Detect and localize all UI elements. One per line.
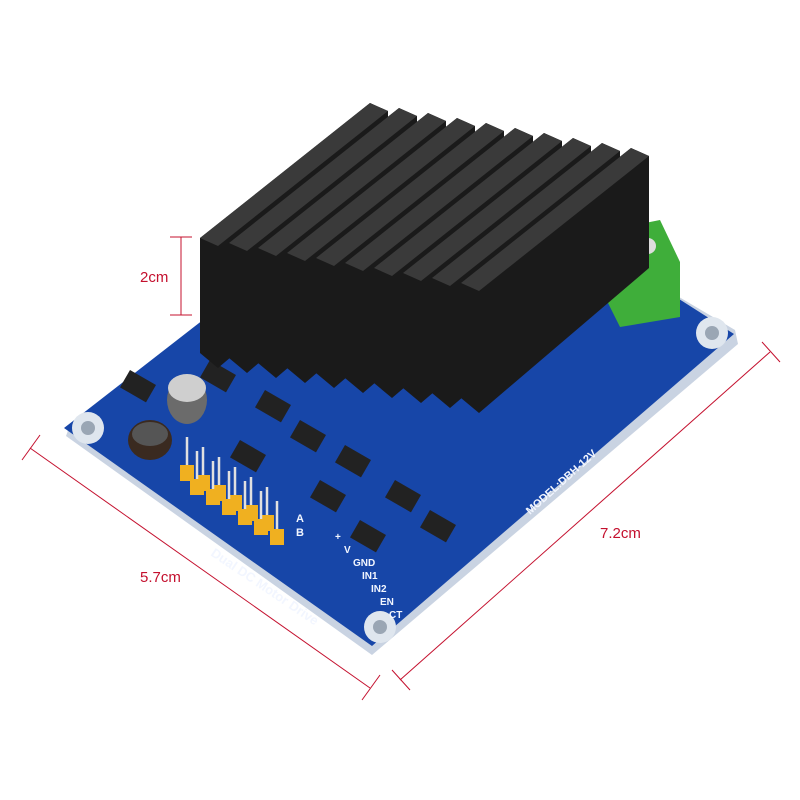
header-pin-base bbox=[254, 519, 268, 535]
mounting-holes bbox=[72, 317, 728, 643]
header-pin-base bbox=[238, 509, 252, 525]
pin-row-label: B bbox=[296, 527, 304, 539]
chip bbox=[350, 519, 386, 553]
header-pin-base bbox=[190, 479, 204, 495]
chip bbox=[255, 390, 291, 423]
heatsink-fin-top bbox=[374, 133, 562, 276]
dimension-height bbox=[170, 236, 192, 316]
pin-label: V bbox=[344, 545, 351, 556]
pin-label: GND bbox=[353, 558, 375, 569]
dimension-length bbox=[391, 341, 781, 691]
chip bbox=[334, 445, 371, 478]
heatsink-fin-top bbox=[287, 118, 475, 261]
header-pin-base bbox=[270, 529, 284, 545]
heatsink-fin-top bbox=[258, 113, 446, 256]
pin-row-label: A bbox=[296, 513, 304, 525]
heatsink-fin-top bbox=[200, 103, 388, 246]
inductor bbox=[128, 420, 172, 460]
pin-header bbox=[180, 437, 284, 545]
heatsink-fin-top bbox=[432, 143, 620, 286]
header-pin-base bbox=[180, 465, 194, 481]
chip bbox=[420, 510, 456, 543]
chip bbox=[309, 480, 346, 513]
capacitor bbox=[167, 374, 207, 424]
header-pin-base bbox=[222, 499, 236, 515]
chip bbox=[290, 420, 326, 453]
height-label: 2cm bbox=[140, 269, 168, 286]
pin-label: IN2 bbox=[371, 584, 387, 595]
pin-label: IN1 bbox=[362, 571, 378, 582]
chip bbox=[200, 360, 236, 393]
chip bbox=[120, 370, 156, 403]
heatsink-fin-top bbox=[229, 108, 417, 251]
heatsink-fin-top bbox=[403, 138, 591, 281]
heatsink-fin-top bbox=[461, 148, 649, 291]
chip bbox=[230, 440, 266, 473]
heatsink bbox=[200, 103, 649, 413]
chip bbox=[385, 480, 421, 513]
heatsink-fin-top bbox=[316, 123, 504, 266]
length-label: 7.2cm bbox=[600, 525, 641, 542]
dimension-width bbox=[21, 434, 381, 701]
pin-label: + bbox=[335, 532, 341, 543]
heatsink-fin bbox=[461, 148, 649, 413]
pin-label: EN bbox=[380, 597, 394, 608]
width-label: 5.7cm bbox=[140, 569, 181, 586]
header-pin-base bbox=[206, 489, 220, 505]
heatsink-fin-top bbox=[345, 128, 533, 271]
smd-components bbox=[120, 360, 456, 553]
pin-label: CT bbox=[389, 610, 402, 621]
